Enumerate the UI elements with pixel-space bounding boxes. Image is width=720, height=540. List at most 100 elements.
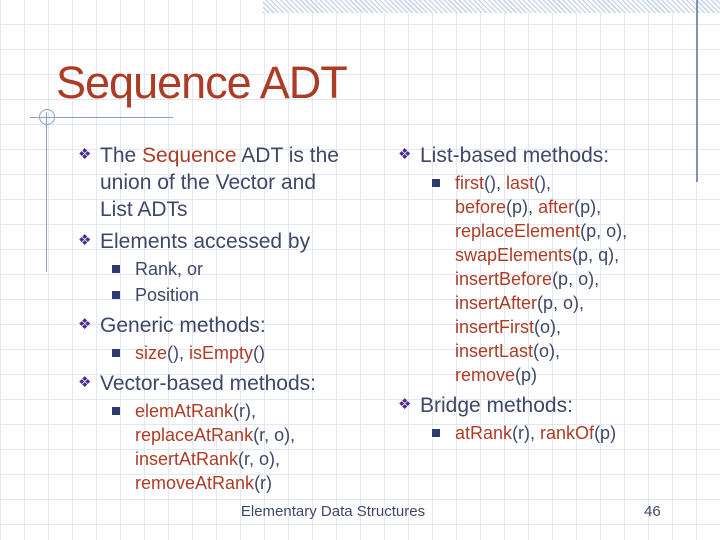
text-line: first(), last(),: [455, 171, 713, 195]
method-name-text: insertAtRank: [135, 449, 239, 469]
text-line: Position: [135, 283, 393, 307]
method-name-text: isEmpty: [189, 343, 254, 363]
square-bullet-icon: [112, 265, 120, 273]
body-text: (),: [484, 173, 506, 193]
text-line: List ADTs: [100, 196, 393, 223]
square-bullet-icon: [112, 291, 120, 299]
body-text: (o),: [534, 317, 562, 337]
body-text: (p, o),: [552, 269, 600, 289]
body-text: ADT is the: [236, 144, 339, 167]
diamond-bullet-icon: ❖: [398, 145, 412, 163]
text-line: elemAtRank(r),: [135, 399, 393, 423]
method-name-text: Sequence: [142, 144, 237, 167]
body-text: (p),: [506, 197, 539, 217]
method-name-text: swapElements: [455, 245, 573, 265]
bullet-item-level1: ❖ Bridge methods:: [398, 392, 713, 419]
body-text: (r, o),: [253, 425, 296, 445]
method-name-text: replaceAtRank: [135, 425, 254, 445]
diamond-bullet-icon: ❖: [78, 145, 92, 163]
body-text: Elements accessed by: [100, 230, 311, 253]
slide-title: Sequence ADT: [56, 57, 348, 108]
method-name-text: before: [455, 197, 507, 217]
body-text: (r, o),: [238, 449, 281, 469]
square-bullet-icon: [112, 407, 120, 415]
text-line: Generic methods:: [100, 312, 393, 339]
bullet-item-level2: elemAtRank(r),replaceAtRank(r, o),insert…: [78, 399, 393, 495]
text-line: Vector-based methods:: [100, 370, 393, 397]
body-text: The: [100, 144, 143, 167]
text-line: insertLast(o),: [455, 339, 713, 363]
bullet-item-level1: ❖ Vector-based methods:: [78, 370, 393, 397]
body-text: (),: [534, 173, 552, 193]
body-text: (p): [515, 365, 538, 385]
text-line: insertAfter(p, o),: [455, 291, 713, 315]
body-text: Rank, or: [135, 259, 204, 279]
method-name-text: remove: [455, 365, 516, 385]
bullet-item-level2: Position: [78, 283, 393, 307]
text-line: swapElements(p, q),: [455, 243, 713, 267]
bullet-item-level2: size(), isEmpty(): [78, 341, 393, 365]
right-column: ❖List-based methods:first(), last(),befo…: [398, 137, 713, 447]
method-name-text: last: [506, 173, 535, 193]
text-line: size(), isEmpty(): [135, 341, 393, 365]
square-bullet-icon: [112, 349, 120, 357]
body-text: (p, o),: [580, 221, 628, 241]
text-line: The Sequence ADT is the: [100, 142, 393, 169]
method-name-text: insertAfter: [455, 293, 538, 313]
body-text: Generic methods:: [100, 314, 266, 337]
body-text: (p): [594, 423, 617, 443]
square-bullet-icon: [432, 179, 440, 187]
body-text: (p, q),: [572, 245, 620, 265]
bullet-item-level1: ❖ List-based methods:: [398, 142, 713, 169]
diamond-bullet-icon: ❖: [78, 373, 92, 391]
method-name-text: atRank: [455, 423, 513, 443]
method-name-text: size: [135, 343, 168, 363]
title-underline: [30, 117, 173, 118]
method-name-text: insertFirst: [455, 317, 535, 337]
bullet-item-level2: atRank(r), rankOf(p): [398, 421, 713, 445]
body-text: union of the Vector and: [100, 171, 316, 194]
text-line: remove(p): [455, 363, 713, 387]
method-name-text: rankOf: [540, 423, 595, 443]
body-text: List ADTs: [100, 198, 188, 221]
text-line: Rank, or: [135, 257, 393, 281]
body-text: Vector-based methods:: [100, 372, 316, 395]
text-line: replaceAtRank(r, o),: [135, 423, 393, 447]
method-name-text: after: [538, 197, 575, 217]
method-name-text: insertLast: [455, 341, 534, 361]
body-text: Position: [135, 285, 200, 305]
footer-title: Elementary Data Structures: [240, 503, 426, 520]
body-text: (o),: [533, 341, 561, 361]
method-name-text: elemAtRank: [135, 401, 234, 421]
body-text: (p),: [574, 197, 602, 217]
text-line: insertAtRank(r, o),: [135, 447, 393, 471]
left-vertical-line: [46, 112, 47, 272]
compass-circle-icon: [39, 109, 55, 125]
text-line: union of the Vector and: [100, 169, 393, 196]
body-text: (): [253, 343, 266, 363]
diamond-bullet-icon: ❖: [78, 231, 92, 249]
body-text: (r),: [512, 423, 541, 443]
body-text: (r),: [233, 401, 257, 421]
diamond-bullet-icon: ❖: [398, 395, 412, 413]
method-name-text: replaceElement: [455, 221, 581, 241]
method-name-text: removeAtRank: [135, 473, 255, 493]
body-text: (),: [167, 343, 190, 363]
body-text: List-based methods:: [420, 144, 610, 167]
text-line: before(p), after(p),: [455, 195, 713, 219]
square-bullet-icon: [432, 429, 440, 437]
method-name-text: first: [455, 173, 484, 193]
diamond-bullet-icon: ❖: [78, 315, 92, 333]
text-line: Elements accessed by: [100, 228, 393, 255]
footer-page-number: 46: [644, 503, 661, 520]
right-edge-line: [696, 0, 698, 182]
body-text: (r): [254, 473, 273, 493]
text-line: Bridge methods:: [420, 392, 713, 419]
method-name-text: insertBefore: [455, 269, 553, 289]
bullet-item-level2: Rank, or: [78, 257, 393, 281]
bullet-item-level1: ❖ Elements accessed by: [78, 228, 393, 255]
body-text: (p, o),: [537, 293, 585, 313]
